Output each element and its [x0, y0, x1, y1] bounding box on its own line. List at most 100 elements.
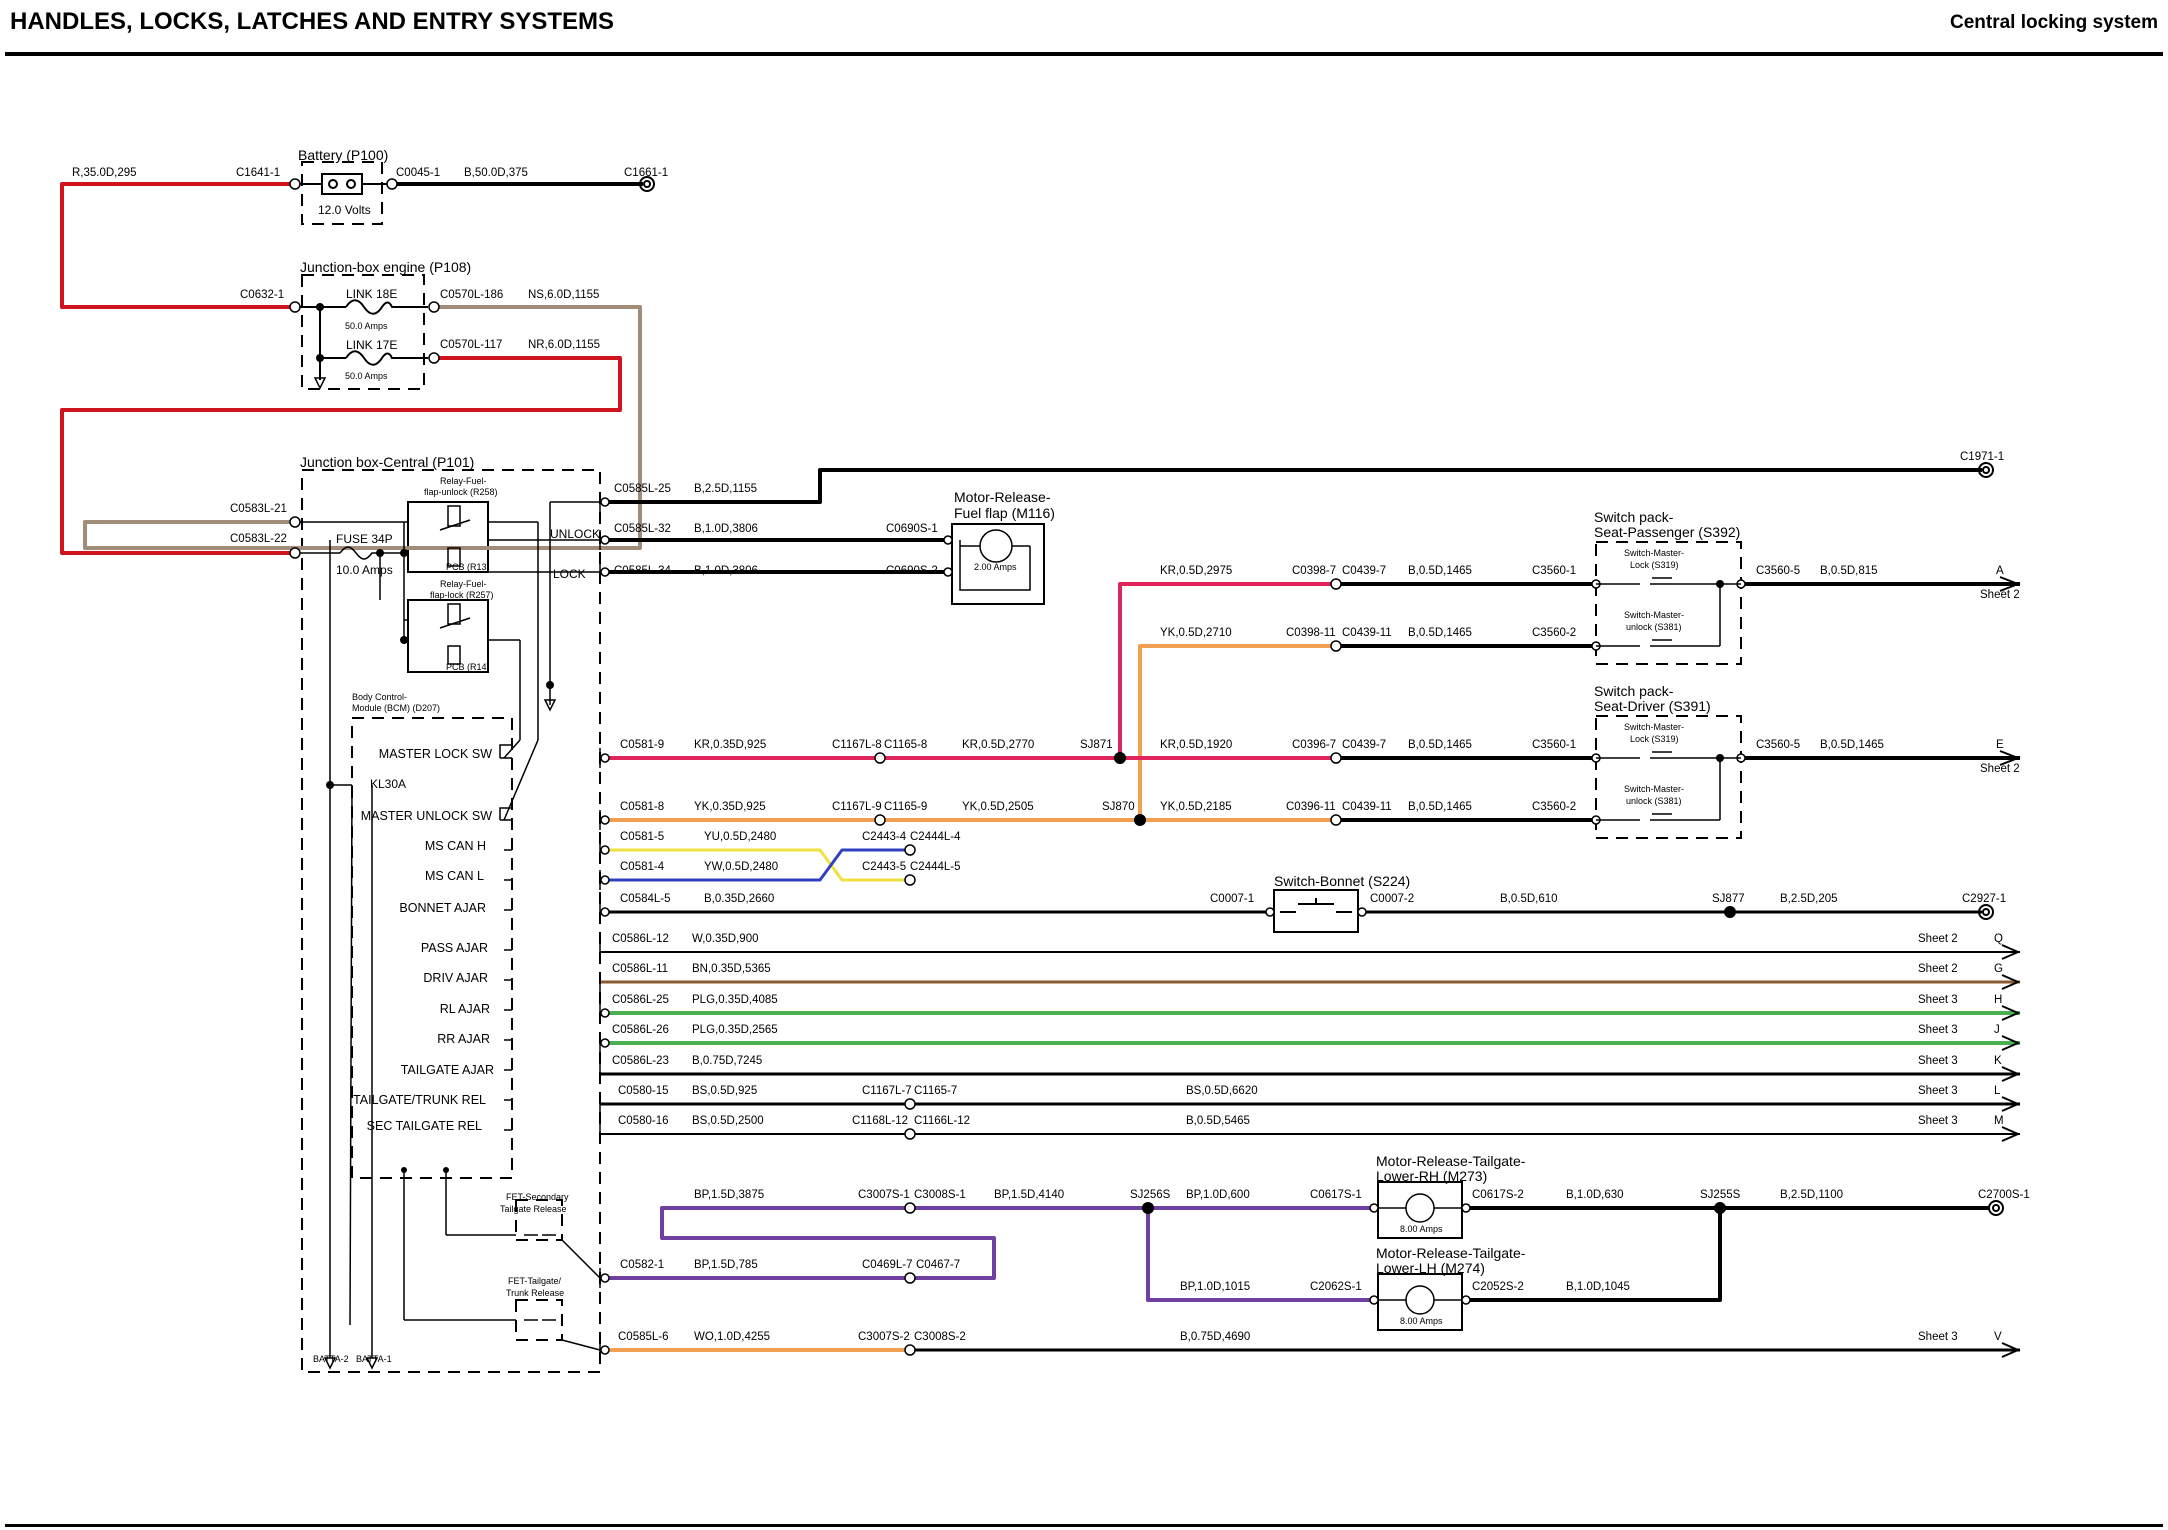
- bcm-signal: BONNET AJAR: [399, 901, 486, 915]
- connector-label: C2052S-2: [1472, 1281, 1524, 1293]
- connector-label: C1166L-12: [914, 1115, 970, 1127]
- relay-unlock-pcb: PCB (R13): [446, 562, 490, 572]
- connector-label: C0585L-32: [614, 523, 671, 535]
- bcm-signal: SEC TAILGATE REL: [367, 1119, 482, 1133]
- connector-label: C0586L-12: [612, 933, 669, 945]
- sw-lock-line2: Lock (S319): [1630, 560, 1679, 570]
- wire-label: B,0.5D,815: [1820, 565, 1878, 577]
- wire-label: B,0.5D,1465: [1408, 565, 1472, 577]
- wire-label: B,0.5D,1465: [1408, 739, 1472, 751]
- connector-label: C0439-11: [1342, 627, 1392, 639]
- sheet-label: Sheet 3: [1918, 1115, 1958, 1127]
- fet-secondary-box: [515, 1199, 563, 1241]
- wire-label: B,2.5D,205: [1780, 893, 1838, 905]
- wire-label: BS,0.5D,925: [692, 1085, 757, 1097]
- connector-label: C0007-1: [1210, 893, 1254, 905]
- connector-label: C3560-2: [1532, 627, 1576, 639]
- motor-fuel-line1: Motor-Release-: [954, 489, 1051, 505]
- switch-pass-line2: Seat-Passenger (S392): [1594, 524, 1740, 540]
- connector-label: C0396-11: [1286, 801, 1336, 813]
- relay-lock-line1: Relay-Fuel-: [440, 579, 487, 589]
- wire-label: B,50.0D,375: [464, 167, 528, 179]
- relay-unlock-line2: flap-unlock (R258): [424, 487, 498, 497]
- sheet-label: Sheet 3: [1918, 1331, 1958, 1343]
- motor-fuel-line2: Fuel flap (M116): [954, 505, 1055, 521]
- endpoint-label: A: [1996, 565, 2004, 577]
- endpoint-label: E: [1996, 739, 2004, 751]
- wire-bp-3875: [600, 1206, 996, 1280]
- wire-label: KR,0.5D,2770: [962, 739, 1034, 751]
- connector-label: C0469L-7: [862, 1259, 913, 1271]
- sw-unlock-line2: unlock (S381): [1626, 622, 1682, 632]
- wire-label: B,0.75D,7245: [692, 1055, 762, 1067]
- connector-label: C0580-15: [618, 1085, 669, 1097]
- connector-label: C0439-7: [1342, 565, 1386, 577]
- connector-label: C3007S-1: [858, 1189, 910, 1201]
- endpoint-label: G: [1994, 963, 2003, 975]
- wire-yk-2710: [1138, 644, 1336, 820]
- connector-label: SJ871: [1080, 739, 1113, 751]
- wire-label: B,2.5D,1155: [694, 483, 757, 495]
- connector-label: C0581-5: [620, 831, 664, 843]
- fet-secondary-line1: FET-Secondary: [506, 1192, 569, 1202]
- connector-label: C0582-1: [620, 1259, 664, 1271]
- bcm-signal: MS CAN L: [425, 869, 484, 883]
- batta2-label: BATTA-2: [313, 1354, 349, 1364]
- connector-label: C0585L-6: [618, 1331, 669, 1343]
- switch-pass-box: [1595, 541, 1742, 665]
- connector-label: C0398-7: [1292, 565, 1336, 577]
- connector-label: C0586L-26: [612, 1024, 669, 1036]
- bcm-signal: DRIV AJAR: [423, 971, 488, 985]
- connector-label: C0467-7: [916, 1259, 960, 1271]
- connector-label: C3560-5: [1756, 739, 1800, 751]
- connector-label: C0007-2: [1370, 893, 1414, 905]
- endpoint-label: J: [1994, 1024, 2000, 1036]
- bcm-signal: MS CAN H: [425, 839, 486, 853]
- wire-label: B,0.5D,1465: [1408, 801, 1472, 813]
- endpoint-label: M: [1994, 1115, 2004, 1127]
- link17-rating: 50.0 Amps: [345, 371, 388, 381]
- connector-label: C0570L-117: [440, 339, 502, 351]
- connector-label: C1167L-9: [832, 801, 882, 813]
- connector-label: C2700S-1: [1978, 1189, 2030, 1201]
- connector-label: C1167L-8: [832, 739, 882, 751]
- connector-label: C0586L-23: [612, 1055, 669, 1067]
- wire-label: KR,0.35D,925: [694, 739, 766, 751]
- wire-label: B,0.75D,4690: [1180, 1331, 1250, 1343]
- connector-label: C2927-1: [1962, 893, 2006, 905]
- jbox-central-box: [301, 469, 601, 1373]
- switch-driver-line2: Seat-Driver (S391): [1594, 698, 1711, 714]
- wire-label: B,1.0D,3806: [694, 565, 758, 577]
- wire-label: B,2.5D,1100: [1780, 1189, 1843, 1201]
- sheet-label: Sheet 3: [1918, 994, 1958, 1006]
- connector-label: SJ870: [1102, 801, 1135, 813]
- wire-motor-ground: [1462, 1206, 1990, 1302]
- relay-lock-line2: flap-lock (R257): [430, 590, 494, 600]
- kl30a-label: KL30A: [370, 777, 406, 791]
- sheet-label: Sheet 2: [1918, 933, 1958, 945]
- wire-label: NR,6.0D,1155: [528, 339, 600, 351]
- link17-label: LINK 17E: [346, 338, 397, 352]
- wire-label: PLG,0.35D,4085: [692, 994, 778, 1006]
- connector-label: C3560-2: [1532, 801, 1576, 813]
- motor-rh-line1: Motor-Release-Tailgate-: [1376, 1153, 1526, 1169]
- bottom-divider: [5, 1524, 2163, 1527]
- wire-label: BP,1.5D,4140: [994, 1189, 1064, 1201]
- connector-label: C1641-1: [236, 167, 280, 179]
- battery-box: [301, 161, 383, 225]
- wire-label: B,0.5D,1465: [1820, 739, 1884, 751]
- sheet-label: Sheet 3: [1918, 1055, 1958, 1067]
- wire-label: YW,0.5D,2480: [704, 861, 778, 873]
- connector-label: C0398-11: [1286, 627, 1336, 639]
- switch-pass-line1: Switch pack-: [1594, 509, 1674, 525]
- connector-label: C1165-7: [914, 1085, 957, 1097]
- connector-label: C0581-9: [620, 739, 664, 751]
- bcm-signal: PASS AJAR: [421, 941, 488, 955]
- connector-label: C3560-5: [1756, 565, 1800, 577]
- sheet-label: Sheet 2: [1980, 589, 2020, 601]
- bcm-signal: TAILGATE AJAR: [401, 1063, 494, 1077]
- bcm-signal: MASTER UNLOCK SW: [361, 809, 492, 823]
- sheet-label: Sheet 3: [1918, 1085, 1958, 1097]
- connector-label: C0581-4: [620, 861, 665, 873]
- connector-label: C2443-5: [862, 861, 906, 873]
